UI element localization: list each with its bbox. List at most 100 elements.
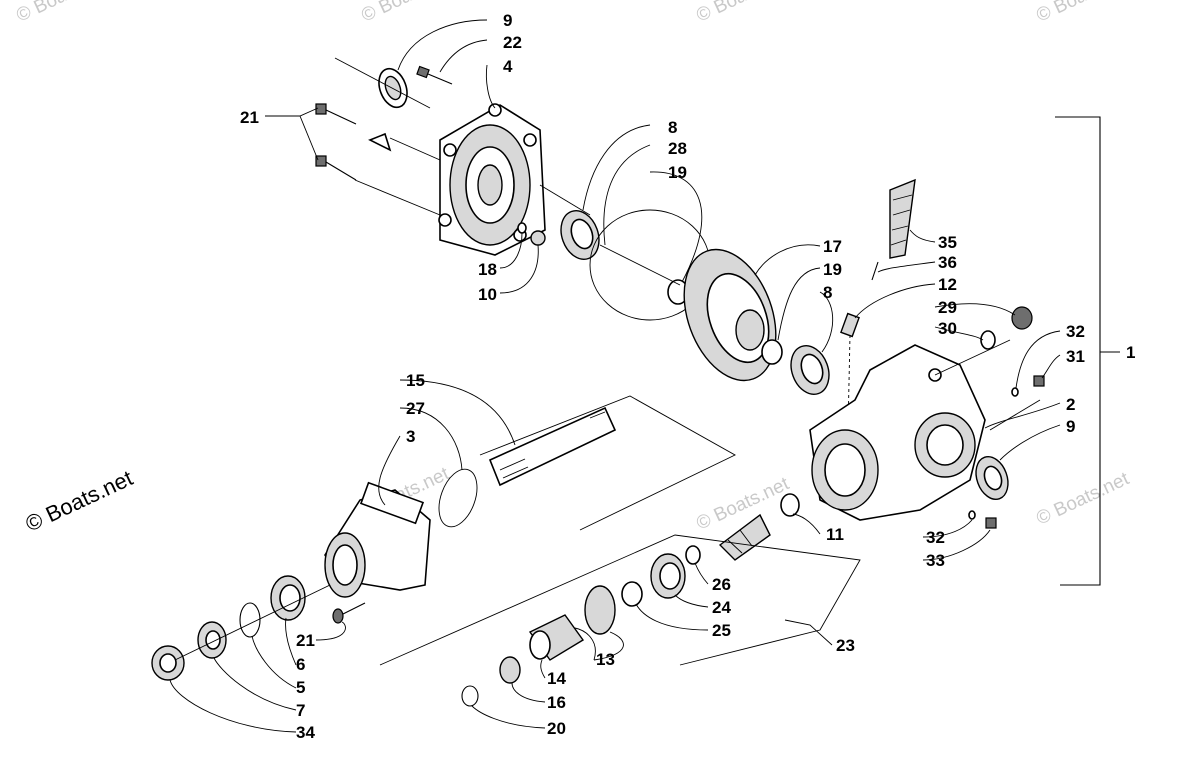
callout-3: 3 — [406, 427, 415, 446]
callout-28: 28 — [668, 139, 687, 158]
callout-17: 17 — [823, 237, 842, 256]
callout-4: 4 — [503, 57, 513, 76]
washer-32b — [968, 510, 976, 520]
callout-11: 11 — [826, 525, 844, 544]
callout-36: 36 — [938, 253, 957, 272]
brand-logo-text: © Boats.net — [22, 465, 137, 536]
bolt-21-lower — [332, 602, 366, 624]
callout-26: 26 — [712, 575, 731, 594]
shaft-group-frame — [479, 395, 736, 531]
callout-32: 32 — [926, 528, 945, 547]
watermark: © Boats.net — [693, 0, 793, 27]
callout-13: 13 — [596, 650, 615, 669]
axis-line — [934, 339, 1011, 376]
bolt-33 — [985, 517, 997, 529]
axis-line — [389, 137, 441, 161]
callout-labels: 9 22 4 21 8 28 19 18 10 17 19 8 35 36 12… — [240, 11, 1135, 742]
callout-9: 9 — [1066, 417, 1075, 436]
spring-16 — [499, 656, 521, 684]
bearing-8-top — [560, 210, 600, 260]
callout-23: 23 — [836, 636, 855, 655]
callout-21: 21 — [240, 108, 259, 127]
callout-19: 19 — [668, 163, 687, 182]
callout-29: 29 — [938, 298, 957, 317]
callout-1: 1 — [1126, 343, 1135, 362]
callout-9: 9 — [503, 11, 512, 30]
callout-32: 32 — [1066, 322, 1085, 341]
snap-ring-20 — [461, 685, 479, 707]
axis-line — [334, 57, 431, 109]
snap-ring-5 — [239, 602, 261, 638]
bolt-22 — [416, 65, 453, 85]
ring-gear-17 — [683, 248, 777, 382]
sleeve-14 — [528, 614, 585, 661]
bearing-6 — [270, 575, 306, 621]
vent-boot-35 — [889, 178, 916, 259]
seal-9-right — [975, 455, 1009, 501]
gasket-tab — [368, 132, 392, 152]
shim-19b — [761, 339, 783, 365]
callout-18: 18 — [478, 260, 497, 279]
watermark: © Boats.net — [693, 473, 793, 534]
callout-10: 10 — [478, 285, 497, 304]
nut-10 — [530, 230, 546, 246]
bearing-8-mid — [790, 345, 830, 395]
callout-30: 30 — [938, 319, 957, 338]
o-ring-27 — [438, 468, 478, 528]
pinion-gear — [718, 513, 771, 561]
callout-21: 21 — [296, 631, 315, 650]
callout-35: 35 — [938, 233, 957, 252]
axis-line — [599, 244, 681, 286]
callout-27: 27 — [406, 399, 425, 418]
bearing-24 — [650, 553, 686, 599]
callout-19: 19 — [823, 260, 842, 279]
callout-22: 22 — [503, 33, 522, 52]
callout-16: 16 — [547, 693, 566, 712]
axis-line — [539, 184, 591, 216]
bracket-1 — [1055, 116, 1101, 586]
retainer-13 — [584, 585, 616, 635]
callout-5: 5 — [296, 678, 305, 697]
callout-14: 14 — [547, 669, 566, 688]
pinion-group-frame — [379, 534, 861, 666]
callout-25: 25 — [712, 621, 731, 640]
watermark: © Boats.net — [1033, 0, 1133, 27]
axle-housing-3 — [324, 481, 431, 598]
bolt-31 — [1033, 375, 1045, 387]
plug-29 — [1011, 306, 1033, 330]
vent-hose-36 — [871, 261, 879, 281]
callout-6: 6 — [296, 655, 305, 674]
fitting-12 — [840, 312, 860, 338]
axis-line — [174, 584, 331, 661]
axis-line — [354, 179, 441, 216]
washer-32a — [1011, 387, 1019, 397]
washer-30 — [980, 330, 996, 350]
cover-housing-4 — [438, 103, 546, 256]
bushing-11 — [780, 493, 800, 517]
watermark: © Boats.net — [358, 0, 458, 27]
washer-18 — [517, 222, 527, 234]
bolts-21-top — [315, 103, 357, 181]
callout-20: 20 — [547, 719, 566, 738]
watermark: © Boats.net — [13, 0, 113, 27]
callout-24: 24 — [712, 598, 731, 617]
callout-33: 33 — [926, 551, 945, 570]
leader-lines — [169, 19, 1061, 733]
seal-9-top — [378, 67, 408, 109]
callout-7: 7 — [296, 701, 305, 720]
axis-line — [989, 399, 1041, 431]
callout-8: 8 — [668, 118, 677, 137]
callout-31: 31 — [1066, 347, 1085, 366]
gear-housing-2 — [809, 344, 986, 521]
race-25 — [621, 581, 643, 607]
shim-26 — [685, 545, 701, 565]
callout-15: 15 — [406, 371, 425, 390]
seal-7 — [197, 621, 227, 659]
callout-34: 34 — [296, 723, 315, 742]
callout-2: 2 — [1066, 395, 1075, 414]
callout-8: 8 — [823, 283, 832, 302]
callout-12: 12 — [938, 275, 957, 294]
watermark: © Boats.net — [1033, 468, 1133, 529]
